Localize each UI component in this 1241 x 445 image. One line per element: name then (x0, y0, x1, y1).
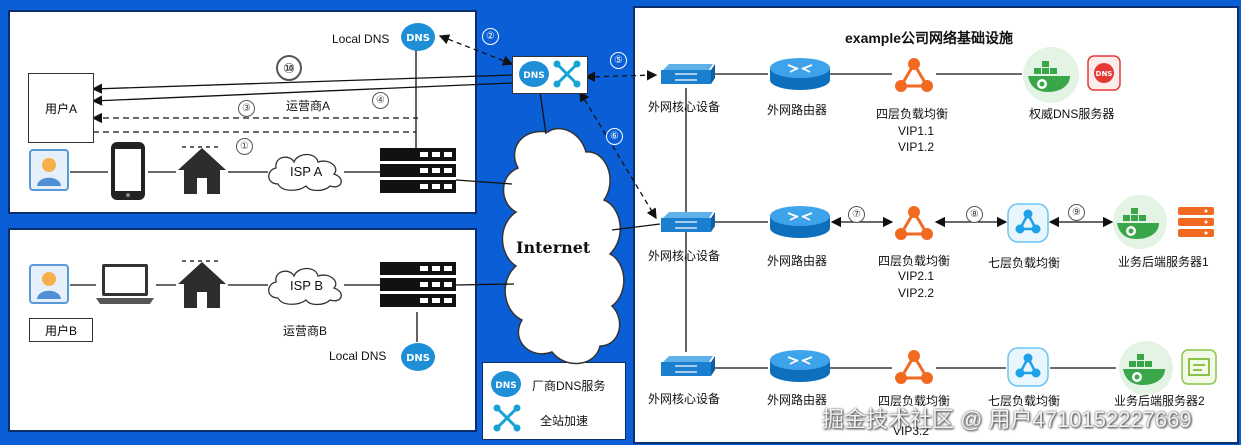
server-stack-icon (1178, 207, 1214, 237)
step-8: ⑧ (966, 206, 983, 223)
step-1: ① (236, 138, 253, 155)
dns-icon-text: DNS (1096, 70, 1113, 78)
l7-lb-label: 七层负载均衡 (988, 256, 1061, 270)
router-label: 外网路由器 (767, 103, 828, 117)
dns-icon: DNS (519, 61, 549, 87)
l4-lb-label: 四层负载均衡 (878, 254, 951, 268)
l4-lb-icon (895, 350, 933, 384)
carrier-b-label: 运营商B (283, 324, 328, 338)
docker-icon (1023, 47, 1079, 103)
core-device-label: 外网核心设备 (648, 392, 721, 406)
user-b-label: 用户B (44, 323, 77, 338)
step-9: ⑨ (1068, 204, 1085, 221)
user-a-label: 用户A (44, 101, 77, 116)
switch-icon (661, 356, 715, 376)
house-icon (178, 146, 226, 194)
router-label: 外网路由器 (767, 393, 828, 407)
l7-lb-icon (1007, 347, 1049, 387)
l4-lb-label: 四层负载均衡 (876, 107, 949, 121)
step-10: ⑩ (276, 55, 302, 81)
vip-label: VIP2.2 (898, 286, 935, 300)
dns-icon-text: DNS (523, 71, 545, 81)
local-dns-top-label: Local DNS (332, 32, 390, 46)
step-3: ③ (238, 100, 255, 117)
vip-label: VIP2.1 (898, 269, 935, 283)
router-icon (770, 206, 830, 238)
l4-lb-icon (895, 58, 933, 92)
carrier-a-label: 运营商A (286, 99, 331, 113)
local-dns-bottom-label: Local DNS (329, 349, 387, 363)
router-icon (770, 350, 830, 382)
vip-label: VIP1.2 (898, 140, 935, 154)
cloud-icon (268, 267, 342, 306)
router-label: 外网路由器 (767, 254, 828, 268)
dns-icon-text: DNS (406, 33, 430, 44)
router-icon (770, 58, 830, 90)
phone-icon (111, 142, 145, 200)
user-icon (29, 149, 69, 191)
cdn-icon (553, 60, 581, 88)
step-7: ⑦ (848, 206, 865, 223)
isp-a-label: ISP A (290, 164, 323, 179)
backend-2-label: 业务后端服务器2 (1114, 394, 1205, 408)
l7-lb-icon (1007, 203, 1049, 243)
dns-icon: DNS (491, 371, 521, 397)
step-5: ⑤ (610, 52, 627, 69)
internet-label: Internet (516, 238, 591, 257)
watermark-text: 掘金技术社区 @ 用户4710152227669 (822, 407, 1192, 432)
user-b-box: 用户B (29, 318, 93, 342)
user-a-box: 用户A (28, 73, 94, 143)
vip-label: VIP1.1 (898, 124, 935, 138)
docker-icon (1119, 341, 1173, 395)
legend-global-accel: 全站加速 (540, 414, 589, 428)
laptop-icon (96, 264, 154, 304)
dns-server-icon: DNS (1087, 55, 1121, 91)
docker-icon (1113, 195, 1167, 249)
backend-1-label: 业务后端服务器1 (1118, 255, 1209, 269)
switch-icon (661, 212, 715, 232)
house-icon (178, 260, 226, 308)
server-rack-icon (380, 148, 456, 193)
l4-lb-label: 四层负载均衡 (878, 394, 951, 408)
server-rack-icon (380, 262, 456, 307)
cdn-icon (493, 404, 521, 432)
isp-b-label: ISP B (290, 278, 324, 293)
auth-dns-label: 权威DNS服务器 (1029, 107, 1115, 121)
legend-vendor-dns: 厂商DNS服务 (532, 379, 606, 393)
dns-icon: DNS (401, 23, 435, 51)
core-device-label: 外网核心设备 (648, 100, 721, 114)
switch-icon (661, 64, 715, 84)
vip-label: VIP3.2 (893, 424, 930, 438)
core-device-label: 外网核心设备 (648, 249, 721, 263)
step-6: ⑥ (606, 128, 623, 145)
app-service-icon (1181, 349, 1217, 385)
dns-icon: DNS (401, 343, 435, 371)
user-icon (29, 264, 69, 304)
dns-icon-text: DNS (406, 353, 430, 364)
l7-lb-label: 七层负载均衡 (988, 394, 1061, 408)
step-2: ② (482, 28, 499, 45)
l4-lb-icon (895, 206, 933, 240)
step-4: ④ (372, 92, 389, 109)
infrastructure-title: example公司网络基础设施 (845, 30, 1014, 46)
dns-icon-text: DNS (495, 381, 517, 391)
cloud-icon (268, 153, 342, 192)
